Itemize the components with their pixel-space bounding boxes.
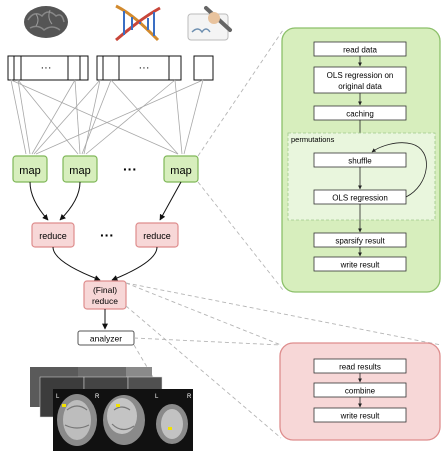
svg-text:reduce: reduce xyxy=(143,231,171,241)
svg-text:L: L xyxy=(56,394,60,400)
svg-text:permutations: permutations xyxy=(291,135,335,144)
data-block-2 xyxy=(96,55,182,81)
svg-text:map: map xyxy=(19,165,40,177)
permutations-group: permutations shuffle OLS regression xyxy=(287,132,436,221)
map-to-reduce-arrows xyxy=(29,181,182,221)
map-box-1: map xyxy=(12,155,48,183)
step-sparsify: sparsify result xyxy=(313,232,407,248)
svg-text:write result: write result xyxy=(340,261,380,270)
step-read-results: read results xyxy=(313,358,407,374)
step-write-result-map: write result xyxy=(313,256,407,272)
dna-icon xyxy=(115,4,161,42)
step-shuffle: shuffle xyxy=(313,152,407,168)
step-ols-original: OLS regression on original data xyxy=(313,66,407,94)
svg-text:shuffle: shuffle xyxy=(348,157,372,166)
svg-text:R: R xyxy=(95,394,100,400)
handwriting-icon xyxy=(187,6,232,41)
mri-images: L R L R xyxy=(30,367,193,451)
reduce-box-1: reduce xyxy=(31,222,75,248)
svg-text:OLS regression: OLS regression xyxy=(332,194,388,203)
svg-text:analyzer: analyzer xyxy=(90,334,122,344)
step-combine: combine xyxy=(313,382,407,398)
svg-text:L: L xyxy=(155,394,159,400)
svg-text:sparsify result: sparsify result xyxy=(335,237,385,246)
data-block-3 xyxy=(193,55,214,81)
data-blocks: ··· ··· xyxy=(7,55,214,81)
svg-text:read data: read data xyxy=(343,46,377,55)
svg-text:combine: combine xyxy=(345,387,376,396)
svg-text:write result: write result xyxy=(340,412,380,421)
step-write-result-reduce: write result xyxy=(313,407,407,423)
svg-text:R: R xyxy=(187,394,192,400)
map-box-3: map xyxy=(163,155,199,183)
map-box-2: map xyxy=(62,155,98,183)
svg-text:reduce: reduce xyxy=(92,296,118,306)
svg-text:OLS regression on: OLS regression on xyxy=(327,71,394,80)
final-reduce-box: (Final) reduce xyxy=(83,280,127,310)
step-caching: caching xyxy=(313,105,407,121)
svg-text:map: map xyxy=(170,165,191,177)
svg-text:reduce: reduce xyxy=(39,231,67,241)
map-detail-panel: read data OLS regression on original dat… xyxy=(281,27,441,293)
reduce-detail-panel: read results combine write result xyxy=(279,342,441,441)
data-block-2-ellipsis: ··· xyxy=(139,62,150,74)
svg-text:read results: read results xyxy=(339,363,381,372)
step-ols-regression: OLS regression xyxy=(313,189,407,205)
reduce-ellipsis: ··· xyxy=(100,227,114,243)
step-read-data: read data xyxy=(313,41,407,57)
svg-text:(Final): (Final) xyxy=(93,285,117,295)
permutation-loop-arrow xyxy=(371,142,427,198)
block-to-map-lines xyxy=(10,79,204,155)
svg-text:map: map xyxy=(69,165,90,177)
svg-text:original data: original data xyxy=(338,82,382,91)
data-block-1-ellipsis: ··· xyxy=(41,62,52,74)
svg-text:caching: caching xyxy=(346,110,374,119)
brain-icon xyxy=(24,6,68,38)
map-ellipsis: ··· xyxy=(123,161,137,177)
reduce-box-2: reduce xyxy=(135,222,179,248)
reduce-to-final-arrows xyxy=(52,246,158,281)
analyzer-box: analyzer xyxy=(77,330,135,346)
